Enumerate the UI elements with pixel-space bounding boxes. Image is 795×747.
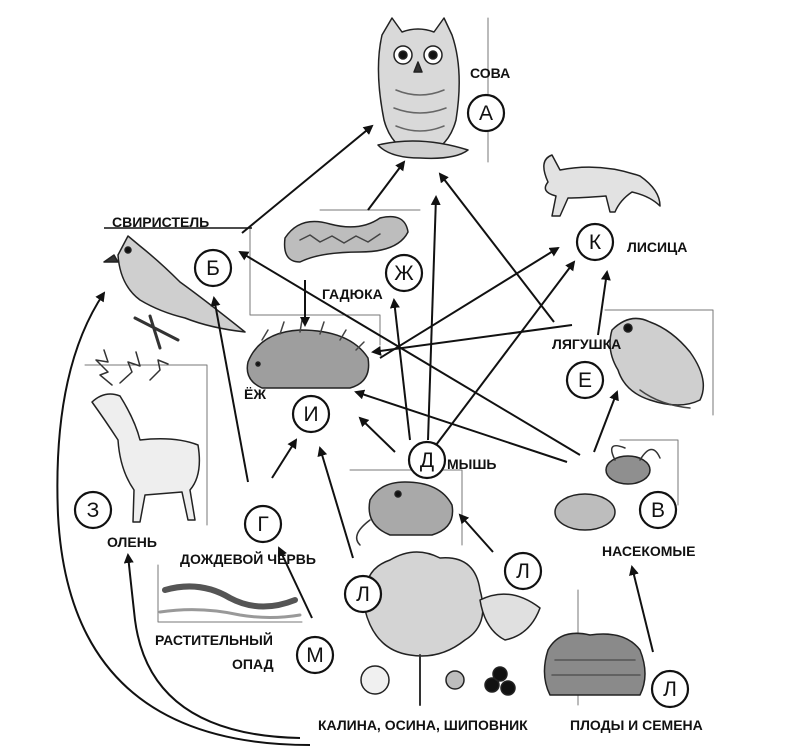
marker-earthworm: Г [243,504,283,544]
arrow-litter-to-earthworm [277,546,313,619]
arrow-viper-to-owl [367,160,406,211]
label-fox: ЛИСИЦА [627,239,688,255]
label-insects: НАСЕКОМЫЕ [602,543,696,559]
arrow-frog-to-owl [438,172,555,323]
label-hedgehog: ЁЖ [244,386,267,402]
mouse-picture [355,481,454,546]
arrow-mouse-to-owl [427,195,441,441]
marker-frog: Е [565,360,605,400]
marker-fox: К [575,222,615,262]
arrow-shrubs-to-hedgehog [317,446,354,559]
marker-litter: М [295,635,335,675]
svg-text:В: В [651,499,665,522]
arrow-hedgehog-to-fox [379,246,560,359]
marker-deer: З [73,490,113,530]
waxwing-picture [103,235,246,350]
svg-text:Ж: Ж [394,262,414,285]
svg-text:Л: Л [516,560,530,583]
viper-picture [283,215,409,263]
svg-text:Е: Е [578,369,592,392]
fox-picture [543,154,661,217]
arrow-frog-to-fox [597,270,611,336]
arrow-mouse-to-viper [389,298,411,441]
fruits-picture [543,632,646,696]
arrow-insects-to-waxwing [238,250,581,456]
svg-text:К: К [589,231,602,254]
svg-text:Д: Д [420,449,434,472]
arrow-fruits-to-insects [629,565,654,653]
arrow-earthworm-to-waxwing [210,296,249,483]
marker-mouse: Д [407,440,447,480]
svg-text:Г: Г [257,513,268,536]
marker-insects: В [638,490,678,530]
svg-text:М: М [306,644,324,667]
marker-shrubs-right: Л [503,551,543,591]
marker-viper: Ж [384,253,424,293]
hedgehog-picture [246,319,370,389]
shrubs-picture [360,551,541,706]
arrow-mouse-to-hedgehog [358,416,396,453]
label-viper: ГАДЮКА [322,286,383,302]
svg-text:А: А [479,102,493,125]
svg-text:Л: Л [356,583,370,606]
arrow-mouse-to-fox [435,260,576,446]
arrow-earthworm-to-hedgehog [271,438,298,479]
owl-picture [377,17,469,160]
label-shrubs: КАЛИНА, ОСИНА, ШИПОВНИК [318,717,528,733]
marker-waxwing: Б [193,248,233,288]
label-earthworm: ДОЖДЕВОЙ ЧЕРВЬ [180,551,316,567]
label-litter-line1: РАСТИТЕЛЬНЫЙ [155,632,273,648]
arrow-shrubs-to-deer [123,553,301,739]
arrow-insects-to-frog [593,390,619,453]
label-owl: СОВА [470,65,511,81]
label-frog: ЛЯГУШКА [552,336,622,352]
svg-text:И: И [303,403,318,426]
arrow-waxwing-to-owl [241,124,374,234]
svg-text:З: З [87,499,100,522]
earthworm-picture [158,583,302,619]
arrow-shrubs-to-mouse [458,513,494,553]
label-deer: ОЛЕНЬ [107,534,157,550]
label-litter-line2: ОПАД [232,656,274,672]
frog-picture [609,317,705,409]
marker-shrubs-left: Л [343,574,383,614]
deer-picture [91,349,201,523]
arrow-shrubs-to-waxwing [56,291,311,746]
marker-fruits: Л [650,669,690,709]
marker-owl: А [466,93,506,133]
label-mouse: МЫШЬ [447,456,497,472]
arrow-insects-to-hedgehog [354,389,568,463]
insects-picture [554,445,661,531]
svg-text:Л: Л [663,678,677,701]
marker-hedgehog: И [291,394,331,434]
svg-text:Б: Б [206,257,220,280]
label-waxwing: СВИРИСТЕЛЬ [112,214,210,230]
arrow-frog-to-hedgehog [371,324,573,356]
label-fruits: ПЛОДЫ И СЕМЕНА [570,717,703,733]
